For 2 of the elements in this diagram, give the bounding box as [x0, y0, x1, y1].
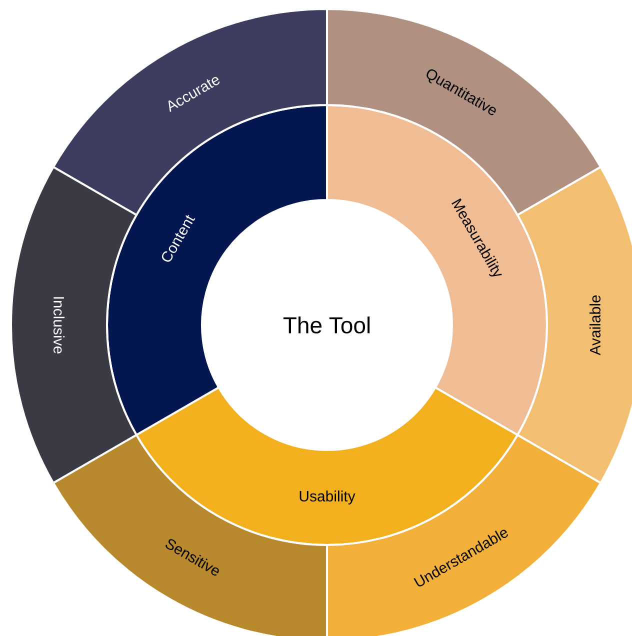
- ring-segment: Available: [516, 166, 632, 484]
- ring-segment: Inclusive: [10, 166, 138, 484]
